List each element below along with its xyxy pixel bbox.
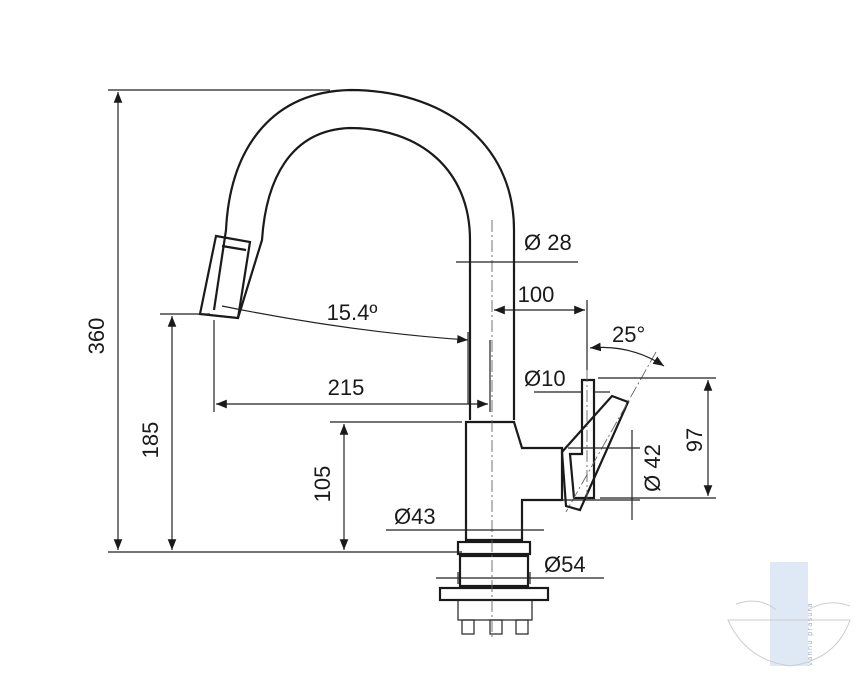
label-d54: Ø54 [544, 552, 586, 577]
label-d28: Ø 28 [524, 230, 572, 255]
label-15-4: 15.4º [327, 300, 378, 325]
label-105: 105 [310, 466, 335, 503]
dimension-pipe-diameter: Ø 28 [456, 230, 578, 268]
dimension-body-height: 105 [310, 421, 462, 550]
logo-text: vannu prasura [806, 602, 814, 666]
label-100: 100 [518, 282, 555, 307]
dimension-lever-diameter: Ø10 [524, 366, 610, 393]
dimension-spout-reach: 215 [213, 320, 491, 412]
dimension-height-total: 360 [84, 89, 462, 553]
label-97: 97 [682, 428, 707, 452]
dimension-handle-height: 97 [598, 377, 716, 499]
dimension-handle-offset: 100 [494, 282, 588, 370]
dimension-handle-base-diameter: Ø 42 [560, 430, 665, 520]
label-185: 185 [138, 422, 163, 459]
dimension-spout-angle: 15.4º [221, 300, 469, 404]
bathtub-logo-icon: vannu prasura [727, 562, 851, 667]
label-d42: Ø 42 [640, 444, 665, 492]
axis-lines [491, 220, 657, 640]
label-d43: Ø43 [394, 504, 436, 529]
dimension-base-diameter: Ø54 [436, 552, 604, 584]
dimension-handle-angle: 25° [589, 322, 665, 367]
label-360: 360 [84, 318, 109, 355]
dimension-spout-height: 185 [138, 313, 210, 550]
label-215: 215 [328, 375, 365, 400]
label-25deg: 25° [612, 322, 645, 347]
label-d10: Ø10 [524, 366, 566, 391]
dimension-body-diameter: Ø43 [386, 504, 544, 536]
